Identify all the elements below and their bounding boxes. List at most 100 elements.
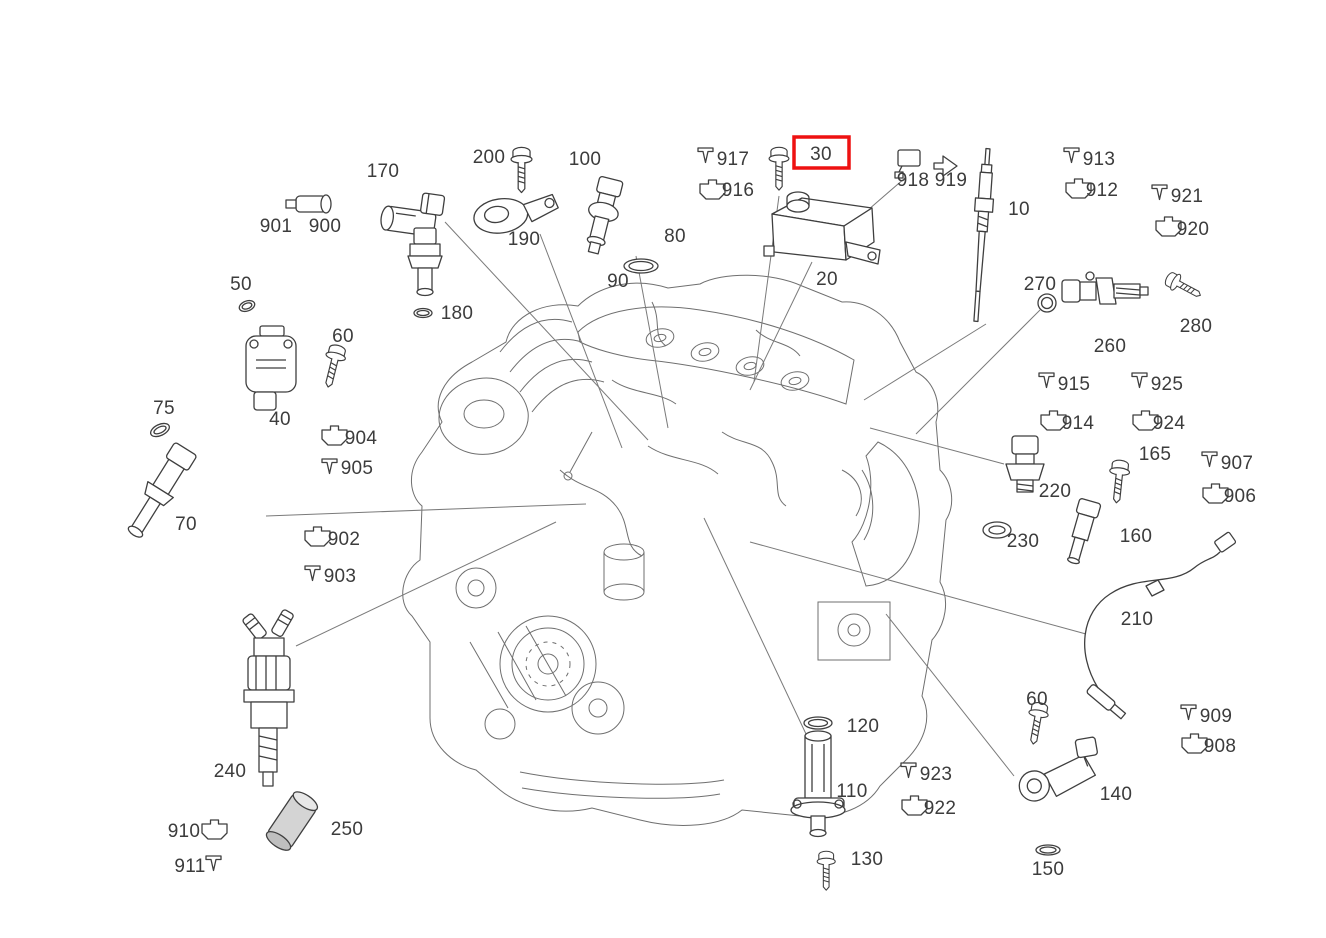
part-sketch-40: [245, 325, 297, 411]
callout-917[interactable]: 917: [717, 149, 750, 170]
callout-120[interactable]: 120: [847, 716, 880, 737]
callout-180[interactable]: 180: [441, 303, 474, 324]
part-sketch-190: [473, 193, 559, 234]
callout-10[interactable]: 10: [1008, 199, 1030, 220]
callout-220[interactable]: 220: [1039, 481, 1072, 502]
part-sketch-10: [973, 147, 995, 323]
part-sketch-270: [1037, 293, 1057, 313]
module-icon: [894, 149, 921, 179]
callout-921[interactable]: 921: [1171, 186, 1204, 207]
pin-icon: [1131, 372, 1148, 389]
pin-icon: [304, 565, 321, 582]
callout-902[interactable]: 902: [328, 529, 361, 550]
callout-150[interactable]: 150: [1032, 859, 1065, 880]
callout-901[interactable]: 901: [260, 216, 293, 237]
callout-200[interactable]: 200: [473, 147, 506, 168]
callout-50[interactable]: 50: [230, 274, 252, 295]
callout-100[interactable]: 100: [569, 149, 602, 170]
callout-903[interactable]: 903: [324, 566, 357, 587]
callout-75[interactable]: 75: [153, 398, 175, 419]
callout-270[interactable]: 270: [1024, 274, 1057, 295]
bolt-icon: [317, 342, 349, 390]
callout-80[interactable]: 80: [664, 226, 686, 247]
callout-925[interactable]: 925: [1151, 374, 1184, 395]
callout-70[interactable]: 70: [175, 514, 197, 535]
part-sketch-70: [127, 442, 197, 538]
callout-240[interactable]: 240: [214, 761, 247, 782]
callout-911[interactable]: 911: [174, 856, 205, 877]
callout-904[interactable]: 904: [345, 428, 378, 449]
bolt-icon: [1162, 269, 1206, 304]
callout-910[interactable]: 910: [168, 821, 201, 842]
callout-30[interactable]: 30: [810, 144, 832, 165]
part-sketch-110: [790, 730, 846, 838]
callout-918[interactable]: 918: [897, 170, 930, 191]
pin-icon: [1201, 451, 1218, 468]
callout-908[interactable]: 908: [1204, 736, 1237, 757]
pin-icon: [205, 855, 222, 872]
pin-icon: [900, 762, 917, 779]
callout-919[interactable]: 919: [935, 170, 968, 191]
callout-900[interactable]: 900: [309, 216, 342, 237]
bolt-icon: [768, 146, 790, 191]
callout-907[interactable]: 907: [1221, 453, 1254, 474]
part-sketch-140: [1018, 736, 1098, 802]
part-sketch-160: [1067, 498, 1102, 565]
pin-icon: [1180, 704, 1197, 721]
callout-170[interactable]: 170: [367, 161, 400, 182]
part-sketch-20: [763, 191, 881, 265]
bolt-icon: [816, 850, 836, 891]
callout-913[interactable]: 913: [1083, 149, 1116, 170]
callout-920[interactable]: 920: [1177, 219, 1210, 240]
part-sketch-75: [149, 422, 171, 438]
clamp-icon: [321, 425, 348, 446]
part-sketch-900: [285, 194, 332, 214]
part-sketch-150: [1035, 844, 1061, 856]
part-sketch-180: [407, 227, 443, 319]
callout-909[interactable]: 909: [1200, 706, 1233, 727]
pin-icon: [321, 458, 338, 475]
part-sketch-240: [242, 609, 295, 787]
pin-icon: [697, 147, 714, 164]
part-sketch-100: [586, 175, 624, 255]
callout-60b[interactable]: 60: [1026, 689, 1048, 710]
callout-915[interactable]: 915: [1058, 374, 1091, 395]
callout-labels: 170 200 100 917 916 30 918 919 913 912 9…: [153, 144, 1256, 880]
callout-160[interactable]: 160: [1120, 526, 1153, 547]
callout-924[interactable]: 924: [1153, 413, 1186, 434]
part-sketch-230: [982, 521, 1012, 539]
callout-210[interactable]: 210: [1121, 609, 1154, 630]
highlight-box: [792, 135, 851, 170]
callout-905[interactable]: 905: [341, 458, 374, 479]
pin-icon: [1063, 147, 1080, 164]
arrow-icon: [933, 155, 958, 177]
callout-914[interactable]: 914: [1062, 413, 1095, 434]
callout-280[interactable]: 280: [1180, 316, 1213, 337]
bolt-icon: [510, 146, 533, 194]
callout-250[interactable]: 250: [331, 819, 364, 840]
part-sketch-220: [1005, 435, 1045, 493]
callout-922[interactable]: 922: [924, 798, 957, 819]
callout-130[interactable]: 130: [851, 849, 884, 870]
callout-906[interactable]: 906: [1224, 486, 1257, 507]
callout-40[interactable]: 40: [269, 409, 291, 430]
callout-165[interactable]: 165: [1139, 444, 1172, 465]
callout-912[interactable]: 912: [1086, 180, 1119, 201]
callout-20[interactable]: 20: [816, 269, 838, 290]
callout-923[interactable]: 923: [920, 764, 953, 785]
part-sketch-90: [623, 258, 659, 274]
pin-icon: [1038, 372, 1055, 389]
callout-110[interactable]: 110: [836, 781, 867, 802]
callout-90[interactable]: 90: [607, 271, 629, 292]
pin-icon: [1151, 184, 1168, 201]
bolt-icon: [1105, 458, 1132, 505]
callout-916[interactable]: 916: [722, 180, 755, 201]
callout-190[interactable]: 190: [508, 229, 541, 250]
clamp-icon: [201, 819, 228, 840]
callout-230[interactable]: 230: [1007, 531, 1040, 552]
callout-260[interactable]: 260: [1094, 336, 1127, 357]
callout-60a[interactable]: 60: [332, 326, 354, 347]
callout-140[interactable]: 140: [1100, 784, 1133, 805]
